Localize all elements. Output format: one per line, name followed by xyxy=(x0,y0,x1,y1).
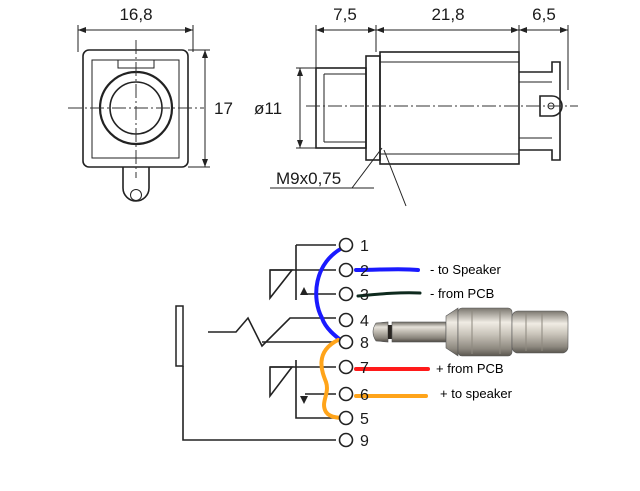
pin-label-8: 8 xyxy=(360,335,369,352)
blue-speaker-wire xyxy=(354,267,420,272)
plug-tip xyxy=(372,321,389,343)
pin-1 xyxy=(338,237,354,253)
tip-contact-line xyxy=(208,316,336,348)
plug-collar xyxy=(445,307,459,357)
pin-label-3: 3 xyxy=(360,287,369,304)
plug-rear-barrel xyxy=(511,310,569,354)
side-dia-arrows xyxy=(297,68,303,148)
lower-switch-arrow xyxy=(300,396,308,404)
pin-5 xyxy=(338,410,354,426)
side-body xyxy=(379,51,520,165)
pin-4 xyxy=(338,312,354,328)
note-from-pcb-pos: + from PCB xyxy=(436,361,504,376)
pin-6 xyxy=(338,386,354,402)
front-view: 16,8 17 xyxy=(68,5,233,202)
orange-jumper-wire xyxy=(319,338,350,420)
pin-label-5: 5 xyxy=(360,411,369,428)
pin-7 xyxy=(338,359,354,375)
sleeve-bar xyxy=(175,305,184,367)
side-dim-b-label: 21,8 xyxy=(431,5,464,24)
ground-line xyxy=(182,366,336,441)
upper-switch-arrow xyxy=(300,287,308,295)
upper-switch-triangle xyxy=(269,269,294,301)
pin-label-9: 9 xyxy=(360,433,369,450)
front-height-label: 17 xyxy=(214,99,233,118)
side-solder-lug xyxy=(539,95,563,117)
pin-8 xyxy=(338,334,354,350)
side-dim-c-label: 6,5 xyxy=(532,5,556,24)
note-to-speaker-pos: + to speaker xyxy=(440,386,513,401)
pin-9 xyxy=(338,432,354,448)
thread-label: M9x0,75 xyxy=(276,169,341,188)
pin-label-7: 7 xyxy=(360,360,369,377)
pin-3 xyxy=(338,286,354,302)
side-view: 7,5 21,8 6,5 ø11 M9x0,75 xyxy=(254,5,578,207)
blue-jumper-wire xyxy=(314,244,350,348)
front-tab-hole xyxy=(130,189,142,201)
side-flange xyxy=(365,55,381,161)
thread-leader xyxy=(351,147,383,189)
note-from-pcb-neg: - from PCB xyxy=(430,286,494,301)
pin-label-6: 6 xyxy=(360,387,369,404)
plug-grip xyxy=(457,307,513,357)
side-dim-a-label: 7,5 xyxy=(333,5,357,24)
side-dim-arrows xyxy=(316,27,568,33)
pin-label-4: 4 xyxy=(360,313,369,330)
black-pcb-wire xyxy=(356,291,422,298)
pin-label-1: 1 xyxy=(360,238,369,255)
pin-label-2: 2 xyxy=(360,263,369,280)
pin-2 xyxy=(338,262,354,278)
pin5-lead xyxy=(295,360,336,419)
plug-sleeve xyxy=(391,321,447,343)
lower-switch-triangle xyxy=(269,366,294,399)
side-diameter-label: ø11 xyxy=(254,99,282,118)
plug-insulator xyxy=(388,325,392,339)
note-to-speaker-neg: - to Speaker xyxy=(430,262,501,277)
thread-pointer xyxy=(383,149,407,207)
front-width-label: 16,8 xyxy=(119,5,152,24)
quarter-inch-jack-plug-icon xyxy=(372,307,569,357)
schematic: 1 2 3 4 8 7 6 5 9 - to Speaker - from PC… xyxy=(175,237,513,450)
